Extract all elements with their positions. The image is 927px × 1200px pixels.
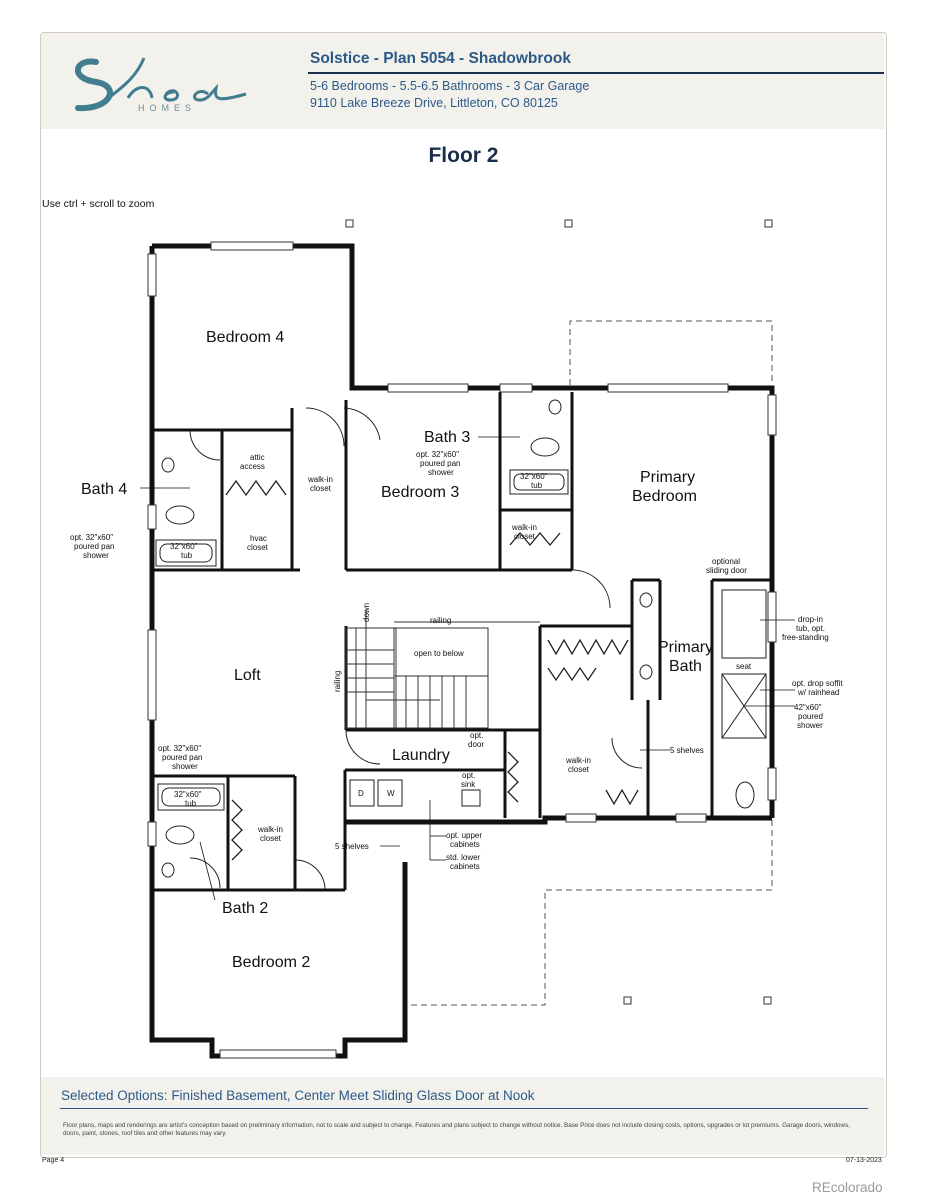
note-railing-top: railing [430, 616, 451, 625]
room-bath-4: Bath 4 [81, 481, 127, 498]
note-washer: W [387, 789, 395, 798]
note-tub-c1: 32"x60" [174, 790, 202, 799]
room-bedroom-3: Bedroom 3 [381, 484, 459, 501]
note-opt-door-2: door [468, 740, 484, 749]
note-walkin-a2: closet [310, 484, 332, 493]
note-attic-1: attic [250, 453, 265, 462]
header-band [41, 33, 884, 129]
note-opt-sink-1: opt. [462, 771, 475, 780]
note-tub-b1: 32"x60" [520, 472, 548, 481]
note-shower-c1: opt. 32"x60" [158, 744, 201, 753]
note-walkin-d1: walk-in [257, 825, 283, 834]
note-shower-c2: poured pan [162, 753, 202, 762]
note-tub-a1: 32"x60" [170, 542, 198, 551]
note-std-lower-2: cabinets [450, 862, 480, 871]
note-tub-a2: tub [181, 551, 193, 560]
note-walkin-b1: walk-in [511, 523, 537, 532]
note-opt-sink-2: sink [461, 780, 476, 789]
note-soffit-1: opt. drop soffit [792, 679, 843, 688]
options-divider [60, 1108, 868, 1109]
note-shower-a2: poured pan [74, 542, 114, 551]
room-laundry: Laundry [392, 747, 450, 764]
floor-title: Floor 2 [428, 144, 499, 167]
footer-band [41, 1077, 884, 1155]
note-sliding-2: sliding door [706, 566, 747, 575]
note-dropin-1: drop-in [798, 615, 823, 624]
room-primary-bedroom-l2: Bedroom [632, 488, 697, 505]
note-opt-upper-2: cabinets [450, 840, 480, 849]
note-walkin-b2: closet [514, 532, 536, 541]
note-walkin-d2: closet [260, 834, 282, 843]
header-divider [308, 72, 884, 74]
note-shower42-3: shower [797, 721, 823, 730]
note-opt-door-1: opt. [470, 731, 483, 740]
note-shower-b3: shower [428, 468, 454, 477]
note-tub-c2: tub [185, 799, 197, 808]
room-primary-bath-l2: Bath [669, 658, 702, 675]
room-primary-bath-l1: Primary [658, 639, 713, 656]
note-walkin-c1: walk-in [565, 756, 591, 765]
note-opt-upper-1: opt. upper [446, 831, 482, 840]
note-shower-b1: opt. 32"x60" [416, 450, 459, 459]
shea-homes-logo: HOMES [74, 57, 247, 113]
note-shower42-2: poured [798, 712, 823, 721]
room-bath-3: Bath 3 [424, 429, 470, 446]
plan-address: 9110 Lake Breeze Drive, Littleton, CO 80… [310, 96, 558, 110]
note-sliding-1: optional [712, 557, 740, 566]
note-dropin-2: tub, opt. [796, 624, 825, 633]
note-walkin-c2: closet [568, 765, 590, 774]
note-shelves-b: 5 shelves [335, 842, 369, 851]
note-down: down [362, 603, 371, 622]
room-primary-bedroom-l1: Primary [640, 469, 695, 486]
note-dryer: D [358, 789, 364, 798]
plan-specs: 5-6 Bedrooms - 5.5-6.5 Bathrooms - 3 Car… [310, 79, 590, 93]
disclaimer-text: Floor plans, maps and renderings are art… [63, 1122, 851, 1137]
room-bedroom-2: Bedroom 2 [232, 954, 310, 971]
note-seat: seat [736, 662, 752, 671]
note-hvac-1: hvac [250, 534, 267, 543]
note-shelves-a: 5 shelves [670, 746, 704, 755]
note-shower-a3: shower [83, 551, 109, 560]
page-number: Page 4 [42, 1157, 65, 1164]
note-open-to-below: open to below [414, 649, 464, 658]
room-bath-2: Bath 2 [222, 900, 268, 917]
note-std-lower-1: std. lower [446, 853, 481, 862]
note-shower-a1: opt. 32"x60" [70, 533, 113, 542]
note-soffit-2: w/ rainhead [797, 688, 839, 697]
plan-title: Solstice - Plan 5054 - Shadowbrook [310, 50, 571, 67]
note-shower-c3: shower [172, 762, 198, 771]
note-shower42-1: 42"x60" [794, 703, 822, 712]
note-railing-side: railing [333, 671, 342, 692]
note-shower-b2: poured pan [420, 459, 460, 468]
note-attic-2: access [240, 462, 265, 471]
document-date: 07-13-2023 [846, 1157, 882, 1164]
note-dropin-3: free-standing [782, 633, 829, 642]
selected-options: Selected Options: Finished Basement, Cen… [61, 1088, 535, 1103]
room-bedroom-4: Bedroom 4 [206, 329, 284, 346]
note-walkin-a1: walk-in [307, 475, 333, 484]
note-tub-b2: tub [531, 481, 543, 490]
logo-sub-text: HOMES [138, 103, 196, 113]
zoom-hint: Use ctrl + scroll to zoom [42, 198, 155, 210]
room-loft: Loft [234, 667, 261, 684]
watermark: REcolorado [812, 1180, 883, 1195]
note-hvac-2: closet [247, 543, 269, 552]
